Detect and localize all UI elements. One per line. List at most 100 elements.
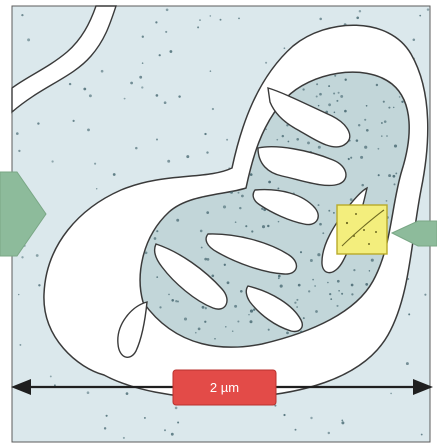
cytosol-particle	[139, 75, 143, 79]
matrix-particle	[377, 174, 380, 177]
matrix-particle	[336, 304, 339, 307]
matrix-particle	[392, 106, 395, 109]
scale-arrow-left-head-icon	[11, 379, 31, 395]
cytosol-particle	[265, 61, 268, 64]
matrix-particle	[296, 298, 299, 301]
matrix-particle	[312, 278, 314, 281]
matrix-particle	[377, 147, 380, 150]
matrix-particle	[153, 237, 157, 240]
cristae	[117, 87, 369, 359]
cytosol-particle	[310, 416, 313, 420]
matrix-particle	[364, 118, 367, 121]
matrix-particle	[277, 220, 280, 223]
neighbor-organelle-membrane	[11, 5, 117, 114]
matrix-particle	[183, 317, 188, 321]
matrix-particle	[206, 211, 210, 214]
matrix-particle	[309, 259, 313, 262]
matrix-particle	[251, 230, 254, 233]
crista-7	[117, 301, 148, 359]
matrix-particle	[340, 94, 344, 98]
crista-1	[267, 87, 351, 148]
matrix-particle	[355, 139, 359, 142]
matrix-particle	[360, 155, 364, 159]
matrix-particle	[302, 88, 305, 91]
matrix-particle	[197, 327, 201, 331]
matrix-particle	[294, 301, 297, 304]
matrix-particle	[175, 300, 178, 303]
matrix-particle	[176, 218, 180, 222]
cytosol-particle	[283, 47, 286, 50]
crista-2	[257, 146, 347, 187]
matrix-particle	[319, 92, 322, 96]
right-arrow-icon	[390, 220, 437, 247]
matrix-particle	[204, 320, 207, 323]
crista-8	[245, 285, 303, 333]
cytosol-particle	[327, 431, 331, 435]
matrix-particle	[168, 293, 170, 296]
cytosol-particle	[186, 155, 190, 159]
cytosol-particle	[141, 35, 144, 38]
matrix-particle	[239, 289, 243, 293]
matrix-particle	[277, 187, 280, 190]
matrix-particle	[278, 274, 281, 278]
matrix-particle	[226, 281, 230, 285]
cytosol-particle	[341, 421, 345, 425]
matrix-particle	[296, 306, 298, 308]
cytosol-particle	[238, 17, 240, 20]
matrix-particle	[328, 85, 331, 88]
cytosol-particle	[407, 278, 410, 280]
cytosol-particle	[211, 107, 215, 111]
cytosol-particle	[88, 94, 92, 98]
cytosol-particle	[390, 392, 392, 395]
matrix-particle	[336, 99, 339, 102]
matrix-particle	[375, 83, 379, 87]
matrix-particle	[204, 307, 207, 310]
matrix-particle	[286, 331, 289, 335]
matrix-particle	[344, 109, 347, 113]
matrix-particle	[338, 290, 340, 292]
matrix-particle	[388, 174, 392, 178]
matrix-particle	[296, 137, 300, 141]
matrix-particle	[252, 308, 256, 311]
cytosol-particle	[408, 313, 411, 316]
cytosol-particle	[155, 138, 159, 141]
matrix-particle	[279, 284, 283, 288]
matrix-particle	[315, 310, 318, 313]
matrix-particle	[392, 174, 396, 178]
cytosol-particle	[18, 149, 21, 153]
matrix-particle	[333, 111, 336, 114]
matrix-particle	[267, 328, 270, 331]
cytosol-particle	[83, 87, 87, 91]
cytosol-particle	[21, 256, 24, 259]
cytosol-particle	[141, 86, 144, 89]
matrix-particle	[385, 200, 388, 202]
matrix-particle	[200, 246, 203, 249]
cytosol-particle	[35, 254, 39, 257]
matrix-particle	[265, 128, 267, 131]
cytosol-particle	[283, 413, 286, 417]
cytosol-particle	[158, 54, 161, 57]
cytosol-particle	[135, 146, 138, 150]
cytosol-particle	[412, 38, 416, 42]
cytosol-particle	[15, 132, 19, 135]
cytosol-particle	[426, 8, 430, 11]
matrix-particle	[249, 309, 254, 313]
cytosol-particle	[94, 162, 97, 165]
cytosol-particle	[100, 69, 104, 73]
matrix-particle	[380, 122, 383, 124]
cytosol-particle	[177, 421, 180, 424]
cytosol-particle	[123, 97, 126, 100]
matrix-particle	[350, 156, 353, 159]
cytosol-particle	[49, 375, 52, 378]
matrix-particle	[370, 258, 374, 262]
matrix-particle	[349, 198, 353, 201]
matrix-particle	[156, 276, 159, 278]
matrix-particle	[307, 141, 310, 145]
matrix-particle	[222, 205, 227, 209]
matrix-particle	[361, 183, 364, 187]
cytosol-particle	[37, 122, 40, 125]
cytosol-particle	[167, 159, 171, 163]
cytosol-particle	[204, 132, 207, 136]
matrix-particle	[382, 100, 385, 103]
